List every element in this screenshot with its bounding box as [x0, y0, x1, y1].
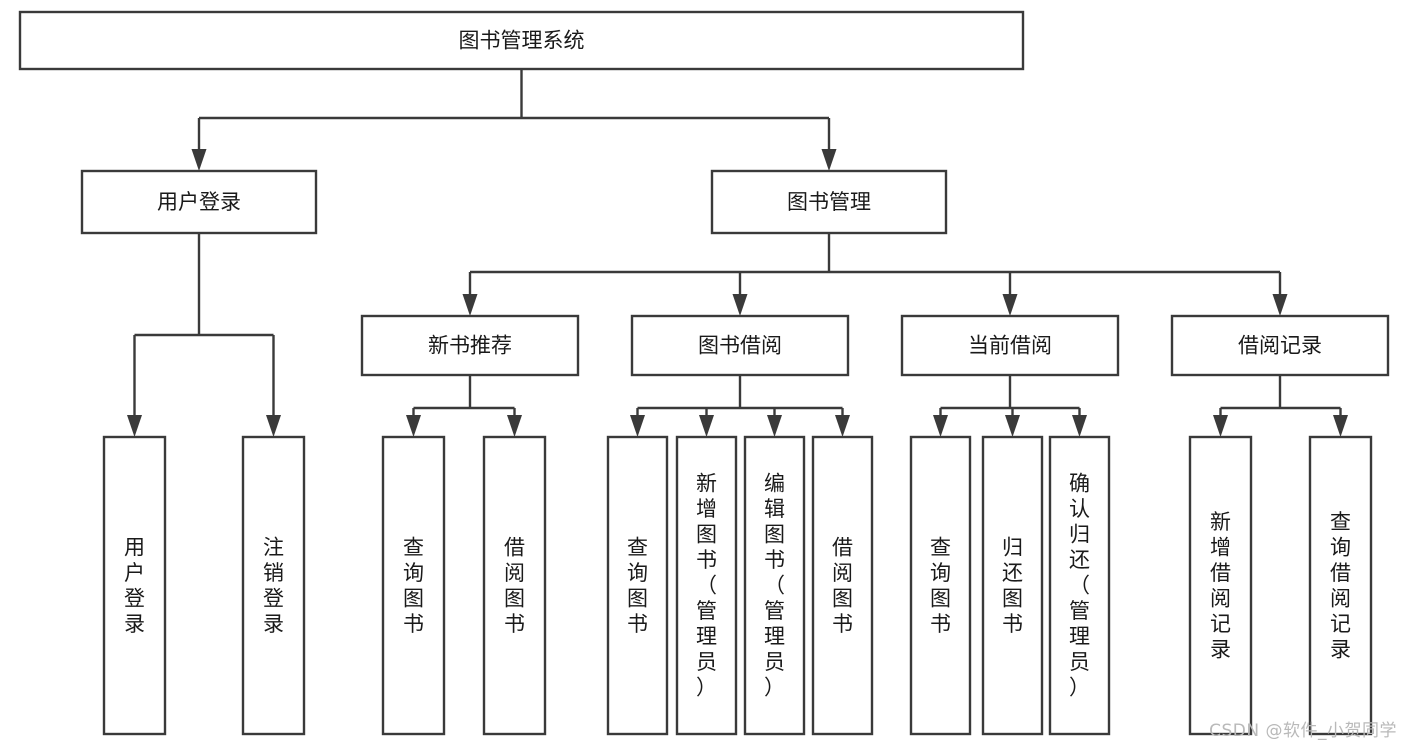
- node-label: 查询图书: [627, 535, 648, 636]
- node-label: 当前借阅: [968, 334, 1052, 358]
- node-box: [1170, 314, 1390, 377]
- arrow-head-icon: [699, 415, 714, 437]
- arrow-head-icon: [1213, 415, 1228, 437]
- arrow-head-icon: [191, 149, 207, 171]
- arrow-head-icon: [1272, 294, 1288, 316]
- diagram-node-root[interactable]: 图书管理系统: [18, 10, 1025, 71]
- node-box: [102, 435, 167, 736]
- node-box: [900, 314, 1120, 377]
- arrow-head-icon: [1072, 415, 1087, 437]
- arrow-head-icon: [507, 415, 522, 437]
- diagram-node-leaf_10[interactable]: 确认归还（管理员）: [1048, 435, 1111, 736]
- node-box: [909, 435, 972, 736]
- diagram-node-leaf_4[interactable]: 查询图书: [606, 435, 669, 736]
- node-label: 用户登录: [124, 535, 145, 636]
- arrow-head-icon: [821, 149, 837, 171]
- node-label: 查询借阅记录: [1330, 510, 1351, 662]
- arrow-head-icon: [1002, 294, 1018, 316]
- node-label: 确认归还（管理员）: [1069, 472, 1090, 700]
- diagram-node-leaf_3[interactable]: 借阅图书: [482, 435, 547, 736]
- diagram-node-leaf_2[interactable]: 查询图书: [381, 435, 446, 736]
- node-label: 新增图书（管理员）: [696, 472, 717, 700]
- node-box: [710, 169, 948, 235]
- node-box: [606, 435, 669, 736]
- node-label: 借阅记录: [1238, 334, 1322, 358]
- node-box: [18, 10, 1025, 71]
- node-label: 图书管理: [787, 190, 871, 214]
- node-label: 用户登录: [157, 190, 241, 214]
- arrow-head-icon: [406, 415, 421, 437]
- node-box: [360, 314, 580, 377]
- node-label: 图书管理系统: [459, 29, 585, 53]
- connector-layer: [127, 69, 1348, 437]
- node-layer: 图书管理系统用户登录图书管理新书推荐图书借阅当前借阅借阅记录用户登录注销登录查询…: [18, 10, 1390, 736]
- arrow-head-icon: [732, 294, 748, 316]
- diagram-node-l1_1[interactable]: 图书管理: [710, 169, 948, 235]
- node-label: 借阅图书: [504, 535, 525, 636]
- node-label: 注销登录: [263, 535, 284, 636]
- arrow-head-icon: [767, 415, 782, 437]
- node-box: [241, 435, 306, 736]
- node-label: 查询图书: [403, 535, 424, 636]
- diagram-node-leaf_6[interactable]: 编辑图书（管理员）: [743, 435, 806, 736]
- diagram-node-leaf_5[interactable]: 新增图书（管理员）: [675, 435, 738, 736]
- diagram-node-leaf_0[interactable]: 用户登录: [102, 435, 167, 736]
- arrow-head-icon: [127, 415, 142, 437]
- node-box: [1308, 435, 1373, 736]
- node-box: [675, 435, 738, 736]
- diagram-node-l2_2[interactable]: 当前借阅: [900, 314, 1120, 377]
- node-box: [630, 314, 850, 377]
- node-label: 借阅图书: [832, 535, 853, 636]
- node-box: [981, 435, 1044, 736]
- arrow-head-icon: [933, 415, 948, 437]
- node-label: 查询图书: [930, 535, 951, 636]
- node-label: 图书借阅: [698, 334, 782, 358]
- node-box: [80, 169, 318, 235]
- node-box: [1188, 435, 1253, 736]
- diagram-node-l2_1[interactable]: 图书借阅: [630, 314, 850, 377]
- node-box: [482, 435, 547, 736]
- arrow-head-icon: [1005, 415, 1020, 437]
- node-box: [811, 435, 874, 736]
- diagram-node-leaf_9[interactable]: 归还图书: [981, 435, 1044, 736]
- arrow-head-icon: [835, 415, 850, 437]
- arrow-head-icon: [1333, 415, 1348, 437]
- diagram-node-l2_3[interactable]: 借阅记录: [1170, 314, 1390, 377]
- diagram-node-leaf_7[interactable]: 借阅图书: [811, 435, 874, 736]
- diagram-node-leaf_1[interactable]: 注销登录: [241, 435, 306, 736]
- node-box: [381, 435, 446, 736]
- node-label: 新书推荐: [428, 334, 512, 358]
- node-box: [743, 435, 806, 736]
- diagram-node-leaf_11[interactable]: 新增借阅记录: [1188, 435, 1253, 736]
- diagram-node-leaf_8[interactable]: 查询图书: [909, 435, 972, 736]
- diagram-node-l1_0[interactable]: 用户登录: [80, 169, 318, 235]
- node-box: [1048, 435, 1111, 736]
- csdn-watermark: CSDN @软件_小贺同学: [1209, 721, 1397, 741]
- node-label: 编辑图书（管理员）: [764, 472, 785, 700]
- node-label: 归还图书: [1002, 535, 1023, 636]
- arrow-head-icon: [630, 415, 645, 437]
- node-label: 新增借阅记录: [1210, 510, 1231, 662]
- arrow-head-icon: [266, 415, 281, 437]
- diagram-node-leaf_12[interactable]: 查询借阅记录: [1308, 435, 1373, 736]
- diagram-node-l2_0[interactable]: 新书推荐: [360, 314, 580, 377]
- arrow-head-icon: [462, 294, 478, 316]
